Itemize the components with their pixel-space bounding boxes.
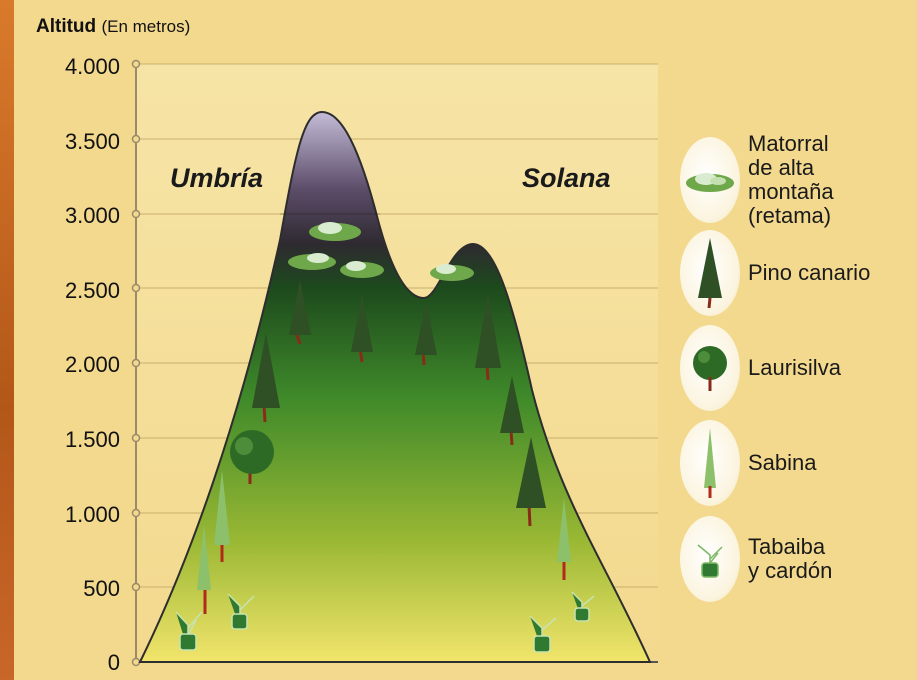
succulent-icon xyxy=(690,539,730,579)
pine-icon xyxy=(695,236,725,310)
laurel-tree-icon xyxy=(690,343,730,393)
legend-label: Pino canario xyxy=(748,261,870,285)
legend-oval xyxy=(680,420,740,506)
legend-item-pino-canario: Pino canario xyxy=(680,230,870,316)
legend-label: Matorral de alta montaña (retama) xyxy=(748,132,834,228)
legend-item-sabina: Sabina xyxy=(680,420,817,506)
legend-item-tabaiba: Tabaiba y cardón xyxy=(680,516,832,602)
legend-label: Laurisilva xyxy=(748,356,841,380)
slope-label-umbria: Umbría xyxy=(170,163,263,194)
legend-item-laurisilva: Laurisilva xyxy=(680,325,841,411)
legend-oval xyxy=(680,516,740,602)
shrub-icon xyxy=(684,165,736,195)
legend-label: Sabina xyxy=(748,451,817,475)
legend-item-matorral: Matorral de alta montaña (retama) xyxy=(680,132,834,228)
legend-oval xyxy=(680,137,740,223)
legend-oval xyxy=(680,325,740,411)
legend-label: Tabaiba y cardón xyxy=(748,535,832,583)
juniper-icon xyxy=(700,426,720,500)
slope-label-solana: Solana xyxy=(522,163,611,194)
legend-oval xyxy=(680,230,740,316)
